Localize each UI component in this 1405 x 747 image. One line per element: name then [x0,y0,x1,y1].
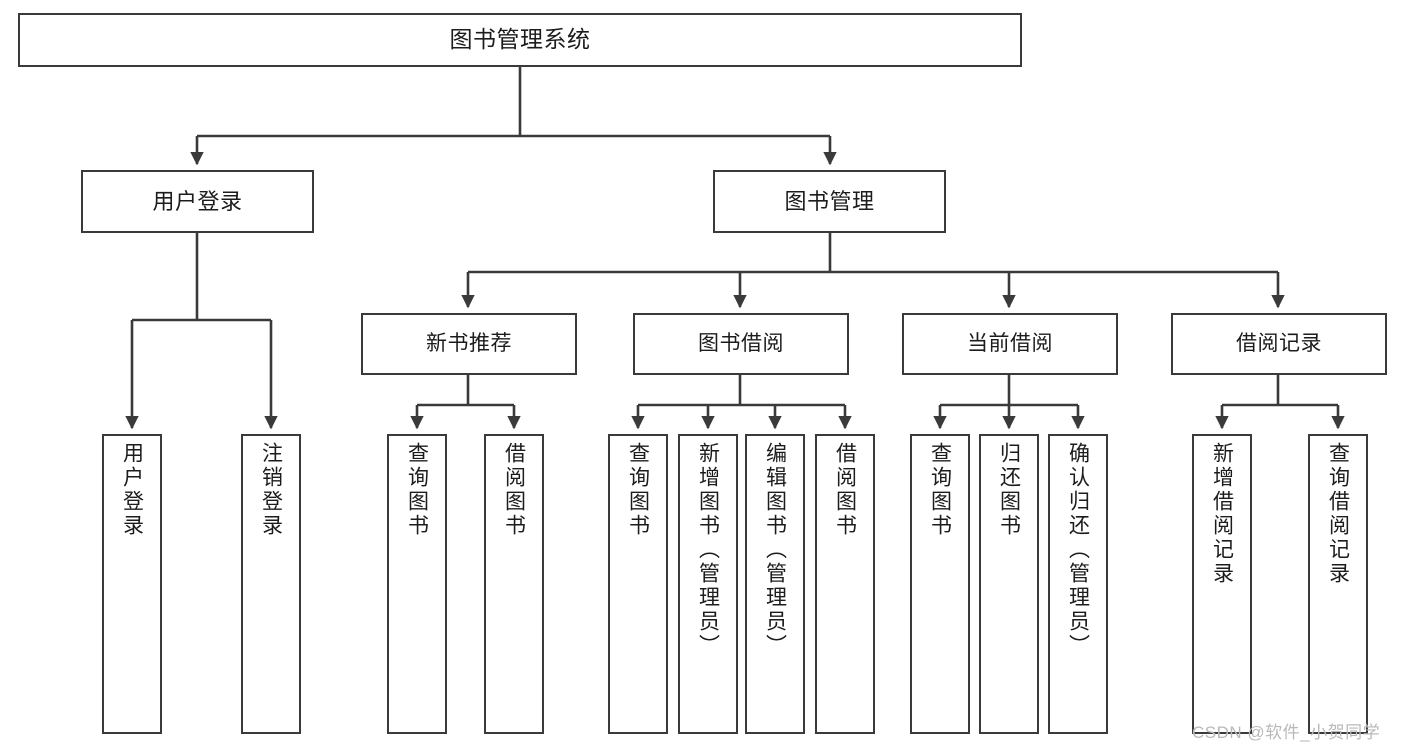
node-leaf-logout[interactable]: 注销登录 [241,434,301,734]
node-root-book-management-system[interactable]: 图书管理系统 [18,13,1022,67]
node-label: 查询借阅记录 [1326,442,1350,586]
node-label: 图书管理系统 [449,26,591,53]
node-label: 新增图书（管理员） [696,442,720,658]
node-user-login[interactable]: 用户登录 [81,170,314,233]
node-label: 用户登录 [120,442,144,538]
node-leaf-borrow-book-recommend[interactable]: 借阅图书 [484,434,544,734]
node-current-borrow[interactable]: 当前借阅 [902,313,1118,375]
node-label: 用户登录 [152,188,243,214]
node-label: 编辑图书（管理员） [763,442,787,658]
node-label: 图书管理 [784,188,875,214]
node-label: 借阅图书 [502,442,526,538]
node-leaf-user-login[interactable]: 用户登录 [102,434,162,734]
node-leaf-query-book-recommend[interactable]: 查询图书 [387,434,447,734]
node-label: 新书推荐 [426,331,512,355]
node-leaf-return-book[interactable]: 归还图书 [979,434,1039,734]
node-label: 确认归还（管理员） [1066,442,1090,658]
node-borrow-record[interactable]: 借阅记录 [1171,313,1387,375]
node-label: 新增借阅记录 [1210,442,1234,586]
node-book-borrow[interactable]: 图书借阅 [633,313,849,375]
node-label: 当前借阅 [967,331,1053,355]
node-leaf-add-borrow-record[interactable]: 新增借阅记录 [1192,434,1252,734]
node-label: 查询图书 [405,442,429,538]
node-leaf-query-book-current[interactable]: 查询图书 [910,434,970,734]
node-leaf-edit-book[interactable]: 编辑图书（管理员） [745,434,805,734]
node-label: 图书借阅 [698,331,784,355]
node-label: 查询图书 [626,442,650,538]
node-leaf-query-borrow-record[interactable]: 查询借阅记录 [1308,434,1368,734]
node-label: 归还图书 [997,442,1021,538]
node-leaf-add-book[interactable]: 新增图书（管理员） [678,434,738,734]
node-leaf-borrow-book[interactable]: 借阅图书 [815,434,875,734]
node-leaf-confirm-return[interactable]: 确认归还（管理员） [1048,434,1108,734]
node-label: 查询图书 [928,442,952,538]
node-label: 借阅记录 [1236,331,1322,355]
node-label: 注销登录 [259,442,283,538]
node-label: 借阅图书 [833,442,857,538]
node-leaf-query-book-borrow[interactable]: 查询图书 [608,434,668,734]
node-new-book-recommend[interactable]: 新书推荐 [361,313,577,375]
node-book-management[interactable]: 图书管理 [713,170,946,233]
